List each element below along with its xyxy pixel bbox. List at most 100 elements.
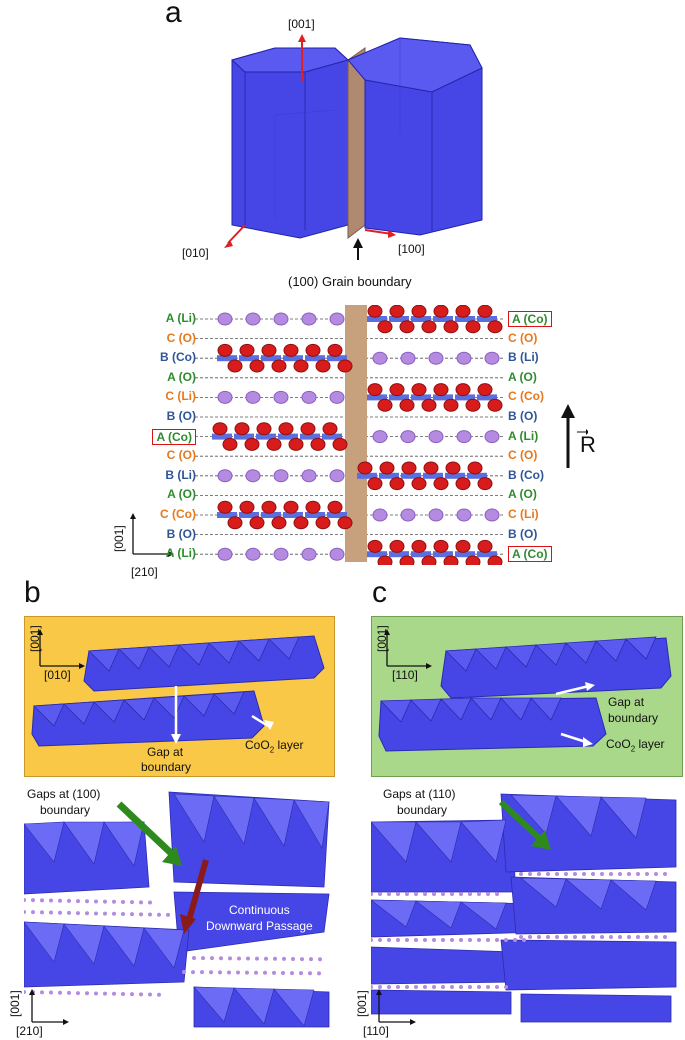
li-dot xyxy=(85,911,89,916)
li-dot xyxy=(459,892,463,896)
li-dot xyxy=(450,938,454,942)
o-atom xyxy=(487,320,503,334)
o-atom xyxy=(389,383,405,397)
li-dot xyxy=(387,892,391,896)
co-bond xyxy=(389,316,409,322)
o-atom xyxy=(433,477,449,491)
li-dot xyxy=(76,911,80,916)
li-dot xyxy=(130,992,134,997)
li-dot xyxy=(94,899,98,904)
li-atom xyxy=(456,508,472,522)
right-layer-label: C (Co) xyxy=(508,389,544,404)
grain-boundary-label: (100) Grain boundary xyxy=(288,274,412,289)
li-dot xyxy=(423,985,427,989)
left-layer-label: A (O) xyxy=(167,369,196,384)
li-dot xyxy=(103,899,107,904)
o-atom xyxy=(367,383,383,397)
panel-c-axis-v: [001] xyxy=(375,625,389,652)
li-dot xyxy=(537,935,541,939)
li-dot xyxy=(504,938,508,942)
o-atom xyxy=(261,500,277,514)
li-dot xyxy=(486,938,490,942)
o-atom xyxy=(327,343,343,357)
right-layer-label: B (Co) xyxy=(508,467,544,482)
li-dot xyxy=(591,935,595,939)
li-atom xyxy=(329,390,345,404)
li-dot xyxy=(663,872,667,876)
co-bond xyxy=(401,472,421,479)
li-dot xyxy=(40,898,44,903)
co-bond xyxy=(455,551,475,558)
li-dot xyxy=(371,938,373,942)
o-atom xyxy=(322,422,338,436)
panel-c-axis-v2: [001] xyxy=(355,990,369,1017)
o-atom xyxy=(332,437,348,451)
panel-c-octahedra-layers xyxy=(378,629,672,752)
li-dot xyxy=(58,910,62,915)
li-atom xyxy=(301,312,317,326)
o-atom xyxy=(455,305,471,318)
dir-010-label: [010] xyxy=(182,246,209,260)
li-dot xyxy=(432,985,436,989)
co-bond xyxy=(467,472,487,479)
o-atom xyxy=(315,516,331,530)
li-dot xyxy=(49,990,53,995)
li-dot xyxy=(423,938,427,942)
o-atom xyxy=(399,555,415,565)
left-grain-prism xyxy=(231,47,349,239)
co-bond xyxy=(217,355,237,362)
panel-b-octahedra-layers xyxy=(31,629,325,747)
li-dot xyxy=(49,898,53,903)
right-layer-label: B (Li) xyxy=(508,350,539,365)
co-bond xyxy=(239,512,259,518)
li-dot xyxy=(299,971,303,976)
li-dot xyxy=(432,892,436,896)
o-atom xyxy=(337,516,353,530)
li-atom xyxy=(329,312,345,326)
li-dot xyxy=(227,970,231,975)
o-atom xyxy=(315,359,331,373)
li-atom xyxy=(372,430,388,444)
li-atom xyxy=(400,508,416,522)
li-dot xyxy=(441,892,445,896)
li-atom xyxy=(301,390,317,404)
panel-c-gaps-label-2: boundary xyxy=(397,803,448,817)
o-atom xyxy=(465,320,481,334)
li-dot xyxy=(654,935,658,939)
li-atom xyxy=(245,390,261,404)
li-dot xyxy=(477,892,481,896)
co-bond xyxy=(367,316,387,322)
li-dot xyxy=(85,991,89,996)
li-atom xyxy=(329,469,345,483)
o-atom xyxy=(227,516,243,530)
li-dot xyxy=(246,956,250,961)
li-dot xyxy=(528,935,532,939)
li-atom xyxy=(217,469,233,483)
li-atom xyxy=(245,469,261,483)
li-atom xyxy=(301,547,317,561)
li-dot xyxy=(486,985,490,989)
o-atom xyxy=(389,305,405,318)
li-atom xyxy=(273,312,289,326)
co-bond xyxy=(411,316,431,322)
li-dot xyxy=(555,935,559,939)
atomic-structure-illustration xyxy=(195,305,505,565)
co-bond xyxy=(477,551,497,558)
li-dot xyxy=(618,935,622,939)
li-dot xyxy=(40,910,44,915)
panel-a-letter: a xyxy=(165,0,182,29)
o-atom xyxy=(256,422,272,436)
li-dot xyxy=(378,892,382,896)
li-atom xyxy=(217,390,233,404)
li-dot xyxy=(591,872,595,876)
o-atom xyxy=(455,539,471,553)
li-dot xyxy=(546,935,550,939)
li-atom xyxy=(301,469,317,483)
co-bond xyxy=(327,512,347,518)
li-atom xyxy=(245,547,261,561)
li-dot xyxy=(414,892,418,896)
li-dot xyxy=(522,938,526,942)
li-dot xyxy=(282,956,286,961)
o-atom xyxy=(487,398,503,412)
left-layer-label: A (Co) xyxy=(152,428,196,445)
